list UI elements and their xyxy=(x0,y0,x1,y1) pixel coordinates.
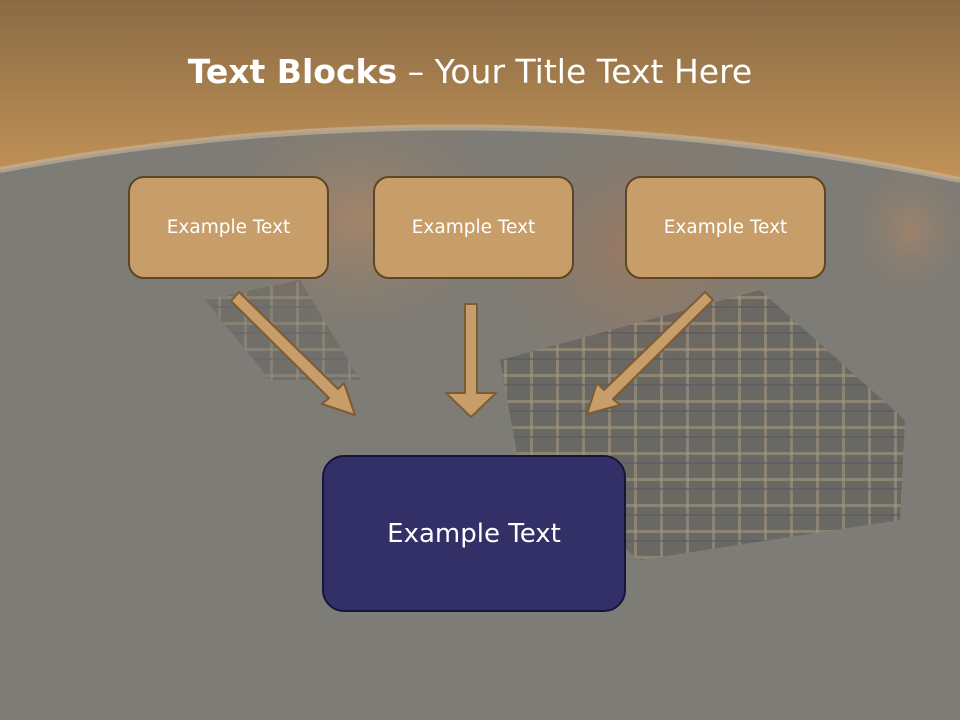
title-separator: – xyxy=(407,52,425,91)
text-block-3: Example Text xyxy=(625,176,826,279)
slide-title: Text Blocks – Your Title Text Here xyxy=(0,52,940,91)
arrow-center xyxy=(445,303,497,418)
result-block-label: Example Text xyxy=(387,518,561,549)
arrow-right xyxy=(586,291,714,415)
title-rest: Your Title Text Here xyxy=(434,52,753,91)
text-block-3-label: Example Text xyxy=(663,217,788,238)
result-block: Example Text xyxy=(322,455,626,612)
text-block-2-label: Example Text xyxy=(411,217,536,238)
text-block-1: Example Text xyxy=(128,176,329,279)
arrow-left xyxy=(230,291,356,416)
title-bold: Text Blocks xyxy=(187,52,398,91)
text-block-1-label: Example Text xyxy=(166,217,291,238)
text-block-2: Example Text xyxy=(373,176,574,279)
